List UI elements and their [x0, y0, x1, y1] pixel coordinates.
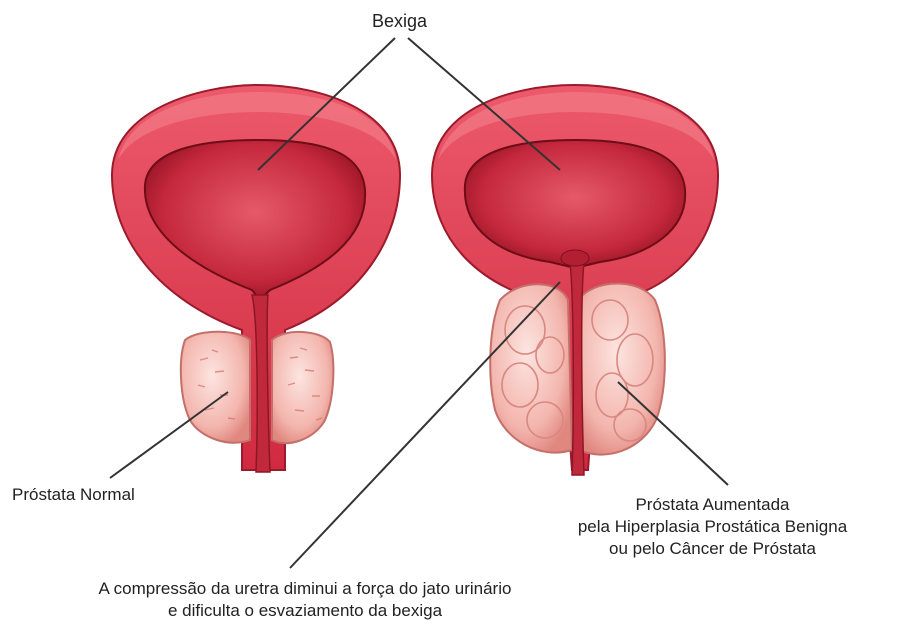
enlarged-prostate-line-3: ou pelo Câncer de Próstata [530, 538, 895, 560]
normal-prostate-label: Próstata Normal [12, 484, 135, 506]
bladder-label: Bexiga [372, 10, 427, 32]
enlarged-prostate-label: Próstata Aumentada pela Hiperplasia Pros… [530, 494, 895, 560]
enlarged-prostate-line-1: Próstata Aumentada [530, 494, 895, 516]
normal-bladder [112, 85, 400, 472]
enlarged-prostate-line-2: pela Hiperplasia Prostática Benigna [530, 516, 895, 538]
compression-note-line-1: A compressão da uretra diminui a força d… [40, 578, 570, 600]
compression-note-line-2: e dificulta o esvaziamento da bexiga [40, 600, 570, 622]
compression-note-label: A compressão da uretra diminui a força d… [40, 578, 570, 622]
